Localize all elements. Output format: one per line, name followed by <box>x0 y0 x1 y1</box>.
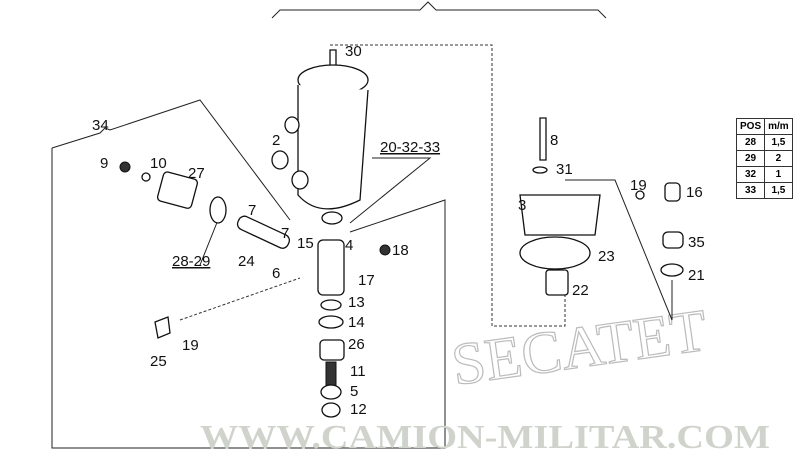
label-19: 19 <box>630 177 647 194</box>
label-25: 25 <box>150 353 167 370</box>
label-28-29: 28-29 <box>172 253 210 270</box>
label-22: 22 <box>572 282 589 299</box>
label-35: 35 <box>688 234 705 251</box>
table-cell: 1,5 <box>764 134 793 151</box>
label-31: 31 <box>556 161 573 178</box>
table-cell: 32 <box>735 166 766 183</box>
col-header: POS <box>735 118 766 135</box>
label-26: 26 <box>348 336 365 353</box>
label-2: 2 <box>272 132 280 149</box>
group-34-frame <box>51 148 446 449</box>
label-23: 23 <box>598 248 615 265</box>
dashed-group-line <box>330 44 566 327</box>
label-34: 34 <box>92 117 109 134</box>
leader-line <box>565 179 673 321</box>
table-cell: 1,5 <box>764 182 793 199</box>
col-header: m/m <box>764 118 793 135</box>
group-bracket <box>271 1 607 19</box>
label-19: 19 <box>182 337 199 354</box>
leader-line <box>51 99 291 221</box>
label-16: 16 <box>686 184 703 201</box>
part-labels: 30 34 2 20-32-33 9 10 27 7 7 15 4 18 28-… <box>92 43 705 418</box>
leader-line <box>349 157 432 224</box>
label-30: 30 <box>345 43 362 60</box>
label-15: 15 <box>297 235 314 252</box>
label-3: 3 <box>518 197 526 214</box>
label-11: 11 <box>350 363 366 380</box>
label-7: 7 <box>281 225 289 242</box>
label-5: 5 <box>350 383 358 400</box>
label-27: 27 <box>188 165 205 182</box>
label-17: 17 <box>358 272 375 289</box>
label-6: 6 <box>272 265 280 282</box>
watermark-diagonal: SECATET <box>448 297 711 398</box>
label-7: 7 <box>248 202 256 219</box>
label-20-32-33: 20-32-33 <box>380 139 440 156</box>
label-4: 4 <box>345 237 353 254</box>
table-cell: 29 <box>735 150 766 167</box>
label-10: 10 <box>150 155 167 172</box>
label-13: 13 <box>348 294 365 311</box>
dashed-leader-line <box>179 277 301 321</box>
label-24: 24 <box>238 253 255 270</box>
table-cell: 1 <box>764 166 793 183</box>
label-14: 14 <box>348 314 365 331</box>
label-21: 21 <box>688 267 705 284</box>
table-cell: 28 <box>735 134 766 151</box>
label-12: 12 <box>350 401 367 418</box>
table-cell: 33 <box>735 182 766 199</box>
valve-body-part <box>119 49 684 418</box>
label-9: 9 <box>100 155 108 172</box>
label-18: 18 <box>392 242 409 259</box>
table-cell: 2 <box>764 150 793 167</box>
watermark-url: WWW.CAMION-MILITAR.COM <box>200 419 770 456</box>
label-8: 8 <box>550 132 558 149</box>
